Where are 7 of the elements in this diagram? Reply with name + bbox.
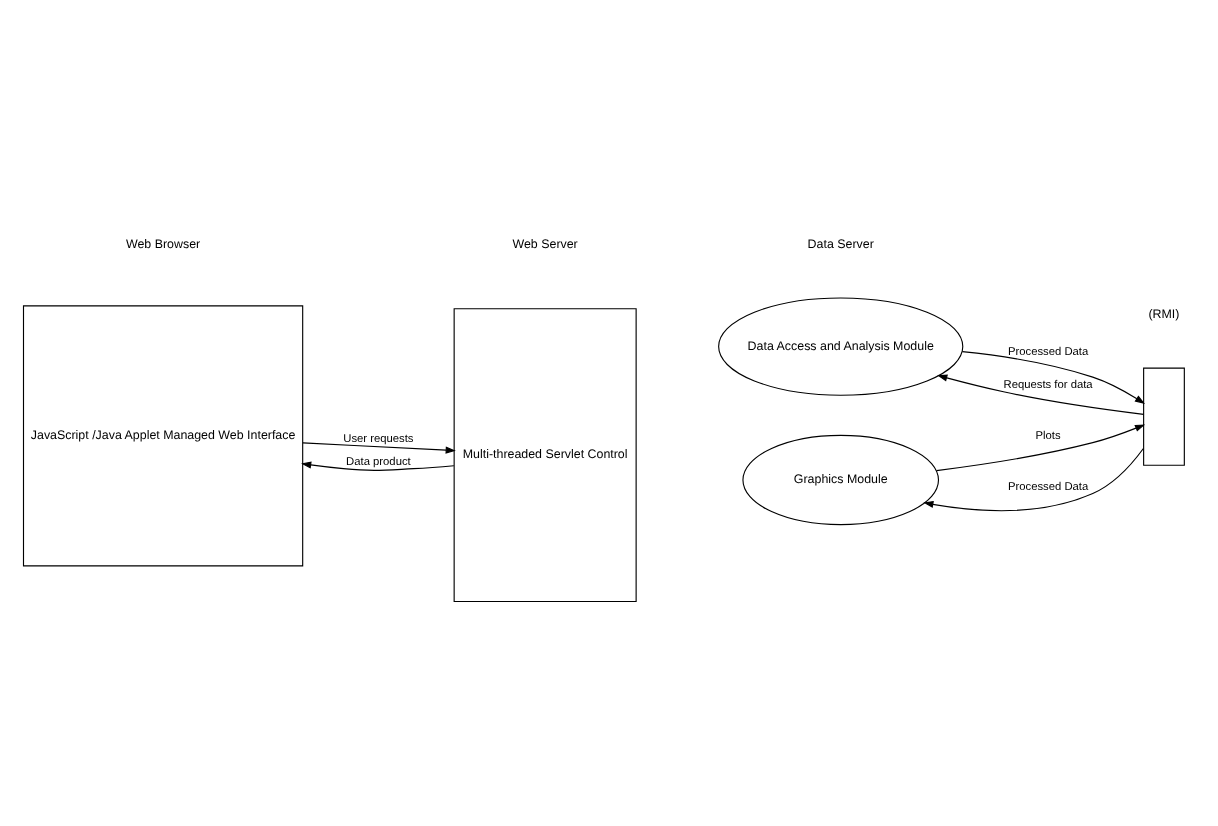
arrow [302,442,456,454]
arrow [961,351,1146,404]
arrow [937,374,1145,415]
arrow [923,447,1144,512]
arrow [936,424,1146,472]
node-box [1143,367,1185,466]
arrow [301,461,455,471]
